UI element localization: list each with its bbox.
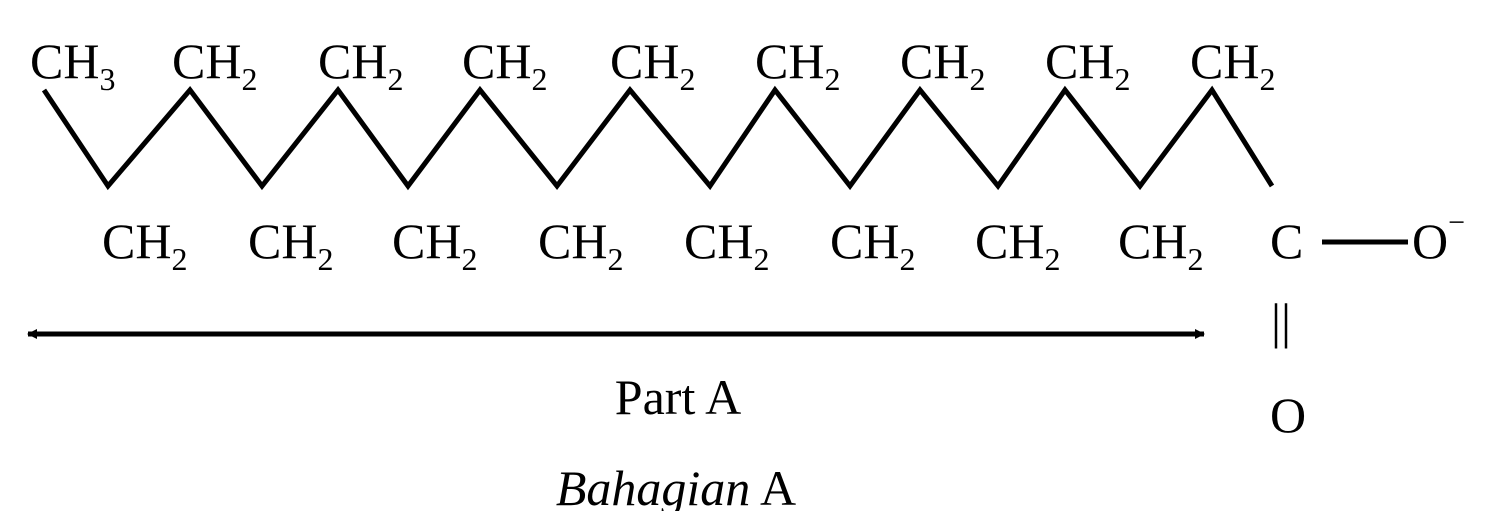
carboxylate-group: C O− || O bbox=[1270, 206, 1465, 443]
top-group-2: CH2 bbox=[172, 33, 257, 97]
bottom-group-8: CH2 bbox=[1118, 213, 1203, 277]
bottom-group-4: CH2 bbox=[538, 213, 623, 277]
carboxyl-carbon: C bbox=[1270, 213, 1303, 269]
top-group-3: CH2 bbox=[318, 33, 403, 97]
bottom-group-2: CH2 bbox=[248, 213, 333, 277]
carboxyl-oxygen-double: O bbox=[1270, 387, 1306, 443]
double-bond-symbol: || bbox=[1271, 293, 1291, 349]
top-group-7: CH2 bbox=[900, 33, 985, 97]
top-group-9: CH2 bbox=[1190, 33, 1275, 97]
bottom-group-3: CH2 bbox=[392, 213, 477, 277]
top-row-groups: CH3 CH2 CH2 CH2 CH2 CH2 CH2 CH2 CH2 bbox=[30, 33, 1275, 97]
top-group-1: CH3 bbox=[30, 33, 115, 97]
bottom-group-7: CH2 bbox=[975, 213, 1060, 277]
top-group-6: CH2 bbox=[755, 33, 840, 97]
zigzag-chain bbox=[41, 85, 1275, 191]
top-group-5: CH2 bbox=[610, 33, 695, 97]
bottom-row-groups: CH2 CH2 CH2 CH2 CH2 CH2 CH2 CH2 bbox=[102, 213, 1203, 277]
caption-part-a: Part A bbox=[615, 369, 741, 425]
caption-bahagian-a: Bahagian A bbox=[556, 460, 796, 511]
bottom-group-6: CH2 bbox=[830, 213, 915, 277]
top-group-4: CH2 bbox=[462, 33, 547, 97]
bottom-group-1: CH2 bbox=[102, 213, 187, 277]
top-group-8: CH2 bbox=[1045, 33, 1130, 97]
carboxyl-oxygen-anion: O− bbox=[1412, 206, 1465, 269]
bottom-group-5: CH2 bbox=[684, 213, 769, 277]
